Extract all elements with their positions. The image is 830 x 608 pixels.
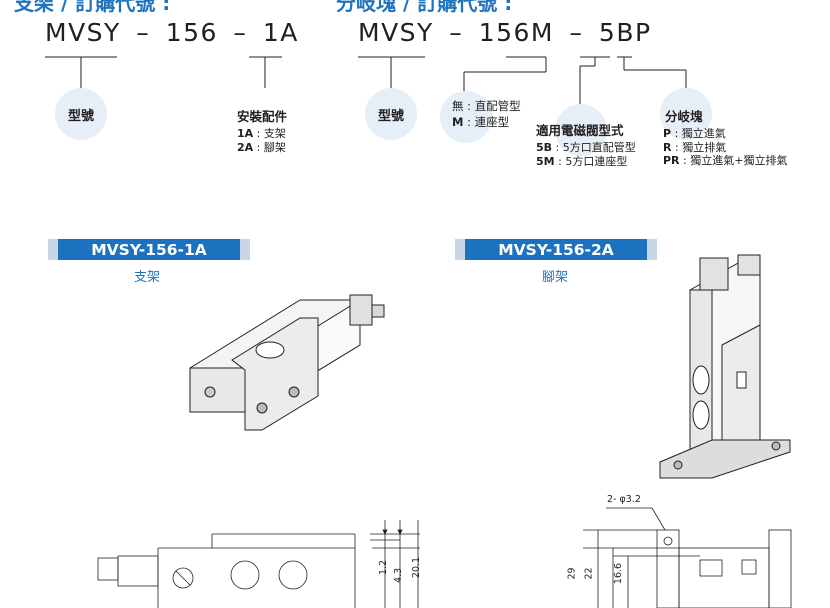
section-subtitle-2a: 腳架 [542, 270, 569, 285]
code-prefix: MVSY [45, 18, 121, 47]
manifold-option-pr: PR : 獨立進氣+獨立排氣 [663, 154, 788, 167]
section-tag-2a: MVSY-156-2A [465, 239, 647, 260]
manifold-option-r: R : 獨立排氣 [663, 140, 727, 154]
valve-bubble [555, 104, 607, 156]
code-dash: – [569, 18, 584, 47]
option-blank: 無 : 直配管型 [452, 99, 521, 113]
code-number: 156 [165, 18, 218, 47]
code-dash: – [136, 18, 151, 47]
accessory-option-1a: 1A : 支架 [237, 127, 286, 140]
dim-hole: 2- φ3.2 [607, 494, 641, 505]
code-suffix: 5BP [598, 18, 652, 47]
accessory-title: 安裝配件 [237, 109, 288, 124]
valve-option-5b: 5B : 5方口直配管型 [536, 141, 636, 154]
code-number: 156M [478, 18, 555, 47]
manifold-bubble [660, 88, 712, 140]
tag-accent-right [647, 239, 657, 260]
left-header: 支架 / 訂購代號 : [14, 0, 171, 15]
manifold-option-p: P : 獨立進氣 [663, 127, 726, 140]
section-subtitle-1a: 支架 [134, 270, 161, 285]
manifold-title: 分岐塊 [665, 109, 703, 124]
accessory-options: 1A : 支架 2A : 腳架 [237, 127, 286, 154]
code-dash: – [233, 18, 248, 47]
tag-accent-left [455, 239, 465, 260]
manifold-options: P : 獨立進氣 R : 獨立排氣 PR : 獨立進氣+獨立排氣 [663, 127, 787, 168]
model-bubble-left: 型號 [55, 88, 107, 140]
code-dash: – [449, 18, 464, 47]
tag-accent-left [48, 239, 58, 260]
accessory-option-2a: 2A : 腳架 [237, 140, 286, 154]
code-suffix: 1A [262, 18, 299, 47]
model-bubble-right: 型號 [365, 88, 417, 140]
option-bubble [440, 91, 492, 143]
dim-16-6: 16.6 [613, 562, 625, 585]
valve-title: 適用電磁閥型式 [536, 123, 624, 138]
tag-accent-right [240, 239, 250, 260]
right-header: 分岐塊 / 訂購代號 : [336, 0, 513, 15]
valve-options: 5B : 5方口直配管型 5M : 5方口連座型 [536, 141, 636, 168]
dim-22: 22 [583, 567, 595, 580]
option-m: M : 連座型 [452, 115, 510, 129]
right-order-code: MVSY – 156M – 5BP [358, 18, 652, 47]
manifold-type-options: 無 : 直配管型 M : 連座型 [452, 98, 521, 130]
left-order-code: MVSY – 156 – 1A [45, 18, 299, 47]
code-prefix: MVSY [358, 18, 434, 47]
dim-29: 29 [566, 567, 578, 580]
section-tag-1a: MVSY-156-1A [58, 239, 240, 260]
valve-option-5m: 5M : 5方口連座型 [536, 154, 628, 168]
